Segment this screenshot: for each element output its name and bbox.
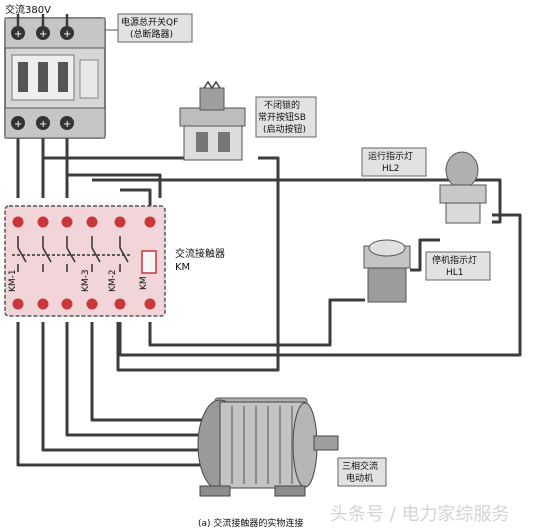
svg-text:+: + <box>39 119 47 130</box>
sb-label-line2: 常开按钮SB <box>258 111 306 123</box>
supply-wires <box>16 14 69 26</box>
wire-sb-to-coil <box>116 156 280 372</box>
sb-label-line1: 不闭锁的 <box>264 99 300 111</box>
wire-motor-u <box>16 322 235 467</box>
wire-hl1-hl2 <box>410 238 440 272</box>
qf-label-box: 电源总开关QF (总断路器) <box>105 13 193 43</box>
hl2-label-line1: 运行指示灯 <box>368 150 413 162</box>
hl2-label-line2: HL2 <box>382 164 400 174</box>
contactor-top-terminals <box>12 216 156 228</box>
km-label-3: KM-3 <box>81 269 91 292</box>
qf-label-line1: 电源总开关QF <box>121 16 178 28</box>
svg-text:+: + <box>14 29 22 40</box>
wire-motor-w <box>65 322 240 437</box>
svg-text:+: + <box>14 119 22 130</box>
sb-label-line3: (启动按钮) <box>263 123 306 135</box>
wire-motor-v <box>41 322 235 452</box>
run-lamp-hl2 <box>439 151 487 224</box>
hl1-label-box: 停机指示灯 HL1 <box>425 251 491 281</box>
contactor-label-line2: KM <box>175 262 190 273</box>
km-label-1: KM-1 <box>8 269 18 292</box>
wiring <box>16 138 522 467</box>
contactor-coil <box>141 250 157 274</box>
motor-label-line2: 电动机 <box>346 472 373 484</box>
km-label-coil: KM <box>139 276 149 290</box>
contactor-km: KM-1 KM-3 KM-2 KM <box>4 205 166 317</box>
svg-text:+: + <box>39 29 47 40</box>
supply-label: 交流380V <box>5 3 51 16</box>
wire-qf-to-sb <box>41 150 188 160</box>
wire-to-hl2-top <box>92 178 502 224</box>
watermark: 头条号 / 电力家综服务 <box>330 504 510 525</box>
svg-text:+: + <box>63 29 71 40</box>
sb-label-box: 不闭锁的 常开按钮SB (启动按钮) <box>255 96 317 138</box>
km-label-2: KM-2 <box>108 269 118 292</box>
wire-to-hl2 <box>118 213 522 357</box>
three-phase-motor <box>197 397 339 497</box>
contactor-label-line1: 交流接触器 <box>175 247 225 260</box>
contactor-bottom-terminals <box>12 298 156 310</box>
stop-lamp-hl1 <box>363 239 411 303</box>
qf-label-line2: (总断路器) <box>130 28 173 40</box>
motor-label-box: 三相交流 电动机 <box>337 457 387 487</box>
breaker-qf: + + + + + + <box>4 17 106 139</box>
svg-text:+: + <box>63 119 71 130</box>
wire-top-bus <box>67 173 162 198</box>
wire-to-hl1 <box>148 298 365 347</box>
hl1-label-line2: HL1 <box>446 268 464 278</box>
contactor-switches <box>12 236 130 272</box>
start-button-sb <box>179 80 246 161</box>
hl2-label-box: 运行指示灯 HL2 <box>361 147 427 177</box>
wire-aux-top <box>120 188 152 208</box>
figure-caption: (a) 交流接触器的实物连接 <box>198 517 303 529</box>
wire-motor-pe <box>90 322 245 422</box>
hl1-label-line1: 停机指示灯 <box>432 254 477 266</box>
motor-label-line1: 三相交流 <box>342 460 378 472</box>
